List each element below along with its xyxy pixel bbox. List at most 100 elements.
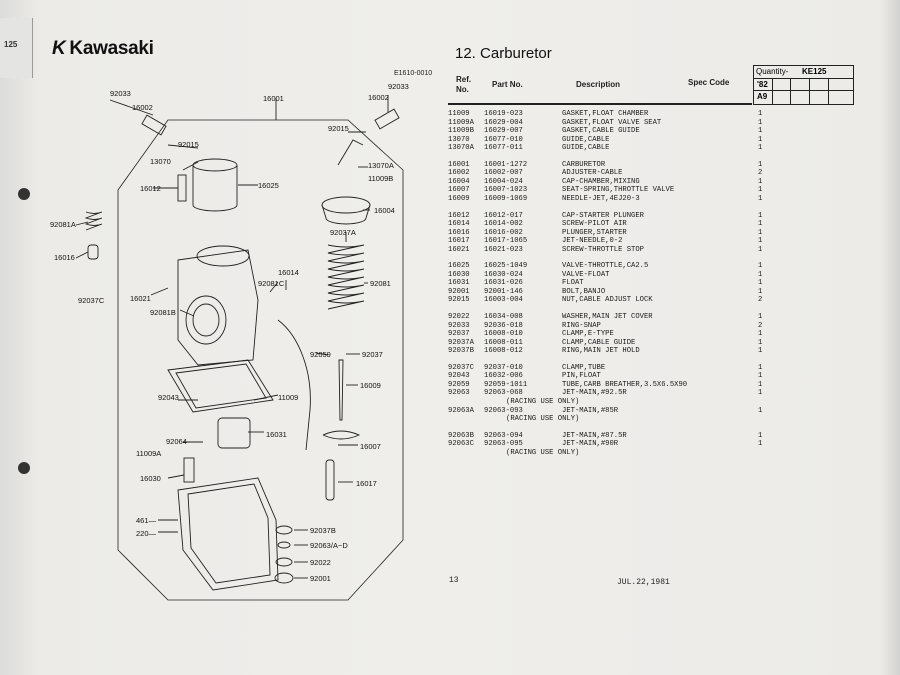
label-92033: 92033 [388,82,409,91]
ref-cell: 92037A [448,338,474,347]
part-number-cell: 16004-024 [484,177,523,186]
ref-cell: 16017 [448,237,470,246]
quantity-cell: 1 [758,347,763,356]
description-cell: CLAMP,TUBE [562,363,606,372]
description-cell: GUIDE,CABLE [562,135,610,144]
ref-cell: 11009A [448,118,474,127]
ref-cell: 16002 [448,169,470,178]
ref-cell: 16030 [448,270,470,279]
quantity-cell: 2 [758,169,763,178]
quantity-cell: 1 [758,228,763,237]
quantity-cell: 1 [758,194,763,203]
part-number-cell: 92063-068 [484,389,523,398]
quantity-grid [754,78,853,104]
description-cell: RING-SNAP [562,321,601,330]
label-16014: 16014 [278,268,299,277]
ref-cell: 92022 [448,313,470,321]
description-cell: JET-NEEDLE,0-2 [562,237,623,246]
ref-cell: 92001 [448,287,470,296]
ref-cell: 13070A [448,144,474,153]
label-92037: 92037 [362,350,383,359]
kawasaki-k-mark: K [52,38,66,59]
year-label: '82 [757,80,768,89]
part-number-cell: 16025-1049 [484,262,528,271]
ref-cell: 92063A [448,406,474,415]
ref-cell: 16014 [448,220,470,229]
quantity-cell: 1 [758,270,763,279]
description-cell: PIN,FLOAT [562,372,601,381]
ref-cell: 16007 [448,186,470,195]
part-number-cell: 16019-023 [484,110,523,118]
label-461: 461— [136,516,157,525]
quantity-table: Quantity- KE125 '82 A9 [753,65,854,105]
part-number-cell: 92063-095 [484,440,523,449]
label-92001: 92001 [310,574,331,583]
ref-cell: 11009B [448,127,474,136]
ref-cell: 92033 [448,321,470,330]
ref-cell: 92037C [448,363,474,372]
label-92015: 92015 [178,140,199,149]
quantity-cell: 1 [758,220,763,229]
carburetor-exploded-diagram: 92033 16002 16001 16002 92033 92015 9201… [50,82,409,601]
previous-page-tab: 125 [4,40,18,49]
part-number-cell: 16016-002 [484,228,523,237]
ref-cell: 92037B [448,347,474,356]
part-number-cell: 16001-1272 [484,160,528,169]
description-cell: CLAMP,CABLE GUIDE [562,338,636,347]
label-92064: 92064 [166,437,187,446]
part-number-cell: 16029-004 [484,118,523,127]
ref-cell: 92063C [448,440,474,449]
quantity-cell: 1 [758,211,763,220]
part-number-cell: 92037-010 [484,363,523,372]
part-number-cell: 16008-012 [484,347,523,356]
description-cell: SEAT-SPRING,THROTTLE VALVE [562,186,675,195]
label-16016: 16016 [54,253,75,262]
label-16002: 16002 [368,93,389,102]
part-number-cell: 16077-010 [484,135,523,144]
part-number-cell: 16002-007 [484,169,523,178]
label-16009: 16009 [360,381,381,390]
description-cell: JET-MAIN,#85R [562,406,619,415]
ref-cell: 92063B [448,431,474,440]
description-cell: GASKET,FLOAT VALVE SEAT [562,118,662,127]
quantity-cell: 1 [758,279,763,288]
part-number-cell: 16008-010 [484,330,523,339]
description-cell: JET-MAIN,#87.5R [562,431,627,440]
part-number-cell: 92063-094 [484,431,523,440]
label-16012: 16012 [140,184,161,193]
label-11009A: 11009A [136,449,161,458]
description-cell: CLAMP,E-TYPE [562,330,614,339]
quantity-cell: 1 [758,177,763,186]
quantity-cell: 1 [758,160,763,169]
brand-name: Kawasaki [69,38,154,59]
part-number-cell: 92059-1011 [484,380,528,389]
description-cell: GUIDE,CABLE [562,144,610,153]
quantity-cell: 1 [758,245,763,254]
description-cell: ADJUSTER-CABLE [562,169,623,178]
part-number-cell: 92001-146 [484,287,523,296]
description-cell: NEEDLE-JET,4EJ20-3 [562,194,640,203]
quantity-cell: 1 [758,144,763,153]
label-92033: 92033 [110,89,131,98]
ref-cell: 16009 [448,194,470,203]
header-part-no: Part No. [492,80,523,89]
description-cell: (RACING USE ONLY) [506,397,580,406]
quantity-cell: 1 [758,118,763,127]
ref-cell: 13070 [448,135,470,144]
ref-cell: 16016 [448,228,470,237]
part-number-cell: 16007-1023 [484,186,528,195]
label-92081C: 92081C [258,279,285,288]
description-cell: JET-MAIN,#92.5R [562,389,627,398]
quantity-cell: 1 [758,313,763,321]
ref-cell: 92059 [448,380,470,389]
part-number-cell: 16077-011 [484,144,523,153]
ref-cell: 92037 [448,330,470,339]
variant-row: A9 [754,91,853,103]
description-cell: (RACING USE ONLY) [506,448,580,457]
description-cell: CAP-STARTER PLUNGER [562,211,644,220]
label-92081: 92081 [370,279,391,288]
part-number-cell: 16029-007 [484,127,523,136]
header-rule [448,103,752,105]
